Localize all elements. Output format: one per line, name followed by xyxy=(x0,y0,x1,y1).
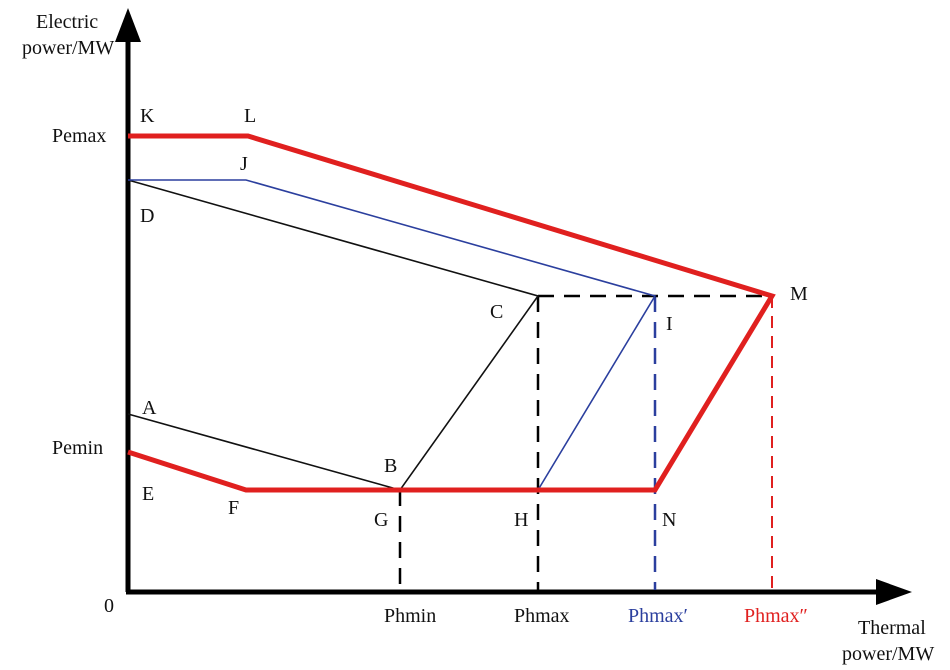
blue-operating-boundary xyxy=(128,179,657,491)
point-label-c: C xyxy=(490,301,503,323)
point-label-e: E xyxy=(142,483,154,505)
x-axis-title-line2: power/MW xyxy=(842,643,934,665)
y-axis-title-line1: Electric xyxy=(36,11,98,33)
x-tick-phmin: Phmin xyxy=(384,605,436,627)
point-label-n: N xyxy=(662,509,676,531)
red-operating-boundary xyxy=(127,133,776,493)
point-label-k: K xyxy=(140,105,155,127)
y-tick-pemin: Pemin xyxy=(52,437,103,459)
x-axis-title-line1: Thermal xyxy=(858,617,926,639)
y-tick-pemax: Pemax xyxy=(52,125,106,147)
point-label-h: H xyxy=(514,509,528,531)
x-tick-phmax-prime: Phmax′ xyxy=(628,605,688,627)
point-label-a: A xyxy=(142,397,157,419)
point-label-i: I xyxy=(666,313,673,335)
x-tick-phmax: Phmax xyxy=(514,605,570,627)
point-label-l: L xyxy=(244,105,256,127)
point-label-d: D xyxy=(140,205,154,227)
x-tick-phmax-double: Phmax″ xyxy=(744,605,808,627)
point-label-f: F xyxy=(228,497,239,519)
point-label-b: B xyxy=(384,455,397,477)
y-axis-arrow xyxy=(115,8,141,42)
x-axis-arrow xyxy=(876,579,912,605)
point-label-m: M xyxy=(790,283,808,305)
point-label-g: G xyxy=(374,509,388,531)
origin-label: 0 xyxy=(104,595,114,617)
black-operating-boundary xyxy=(127,179,540,491)
point-label-j: J xyxy=(240,153,248,175)
y-axis-title-line2: power/MW xyxy=(22,37,114,59)
